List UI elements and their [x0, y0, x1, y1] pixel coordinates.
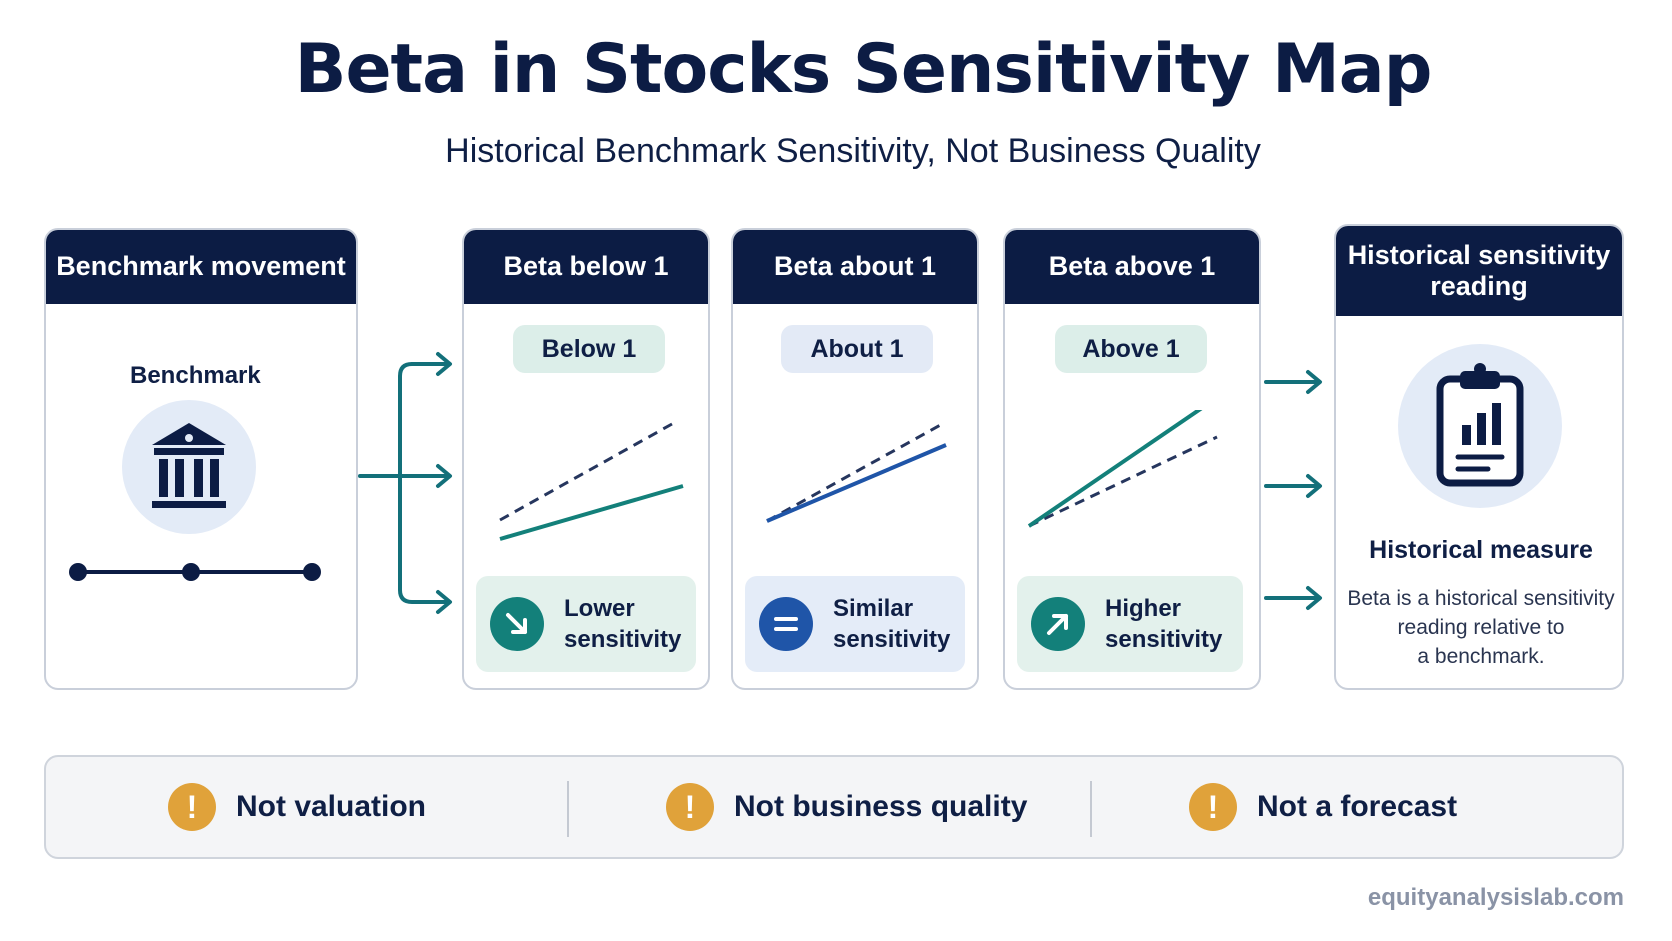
disclaimer-divider [567, 781, 569, 837]
beta-about-pill: About 1 [781, 325, 933, 373]
beta-above-sensitivity-label: Higher sensitivity [1105, 595, 1223, 653]
connector-arrows [358, 352, 1322, 614]
beta-below-pill: Below 1 [513, 325, 665, 373]
clipboard-chart-icon [1436, 363, 1524, 487]
disclaimer-not-forecast: ! Not a forecast [1189, 757, 1457, 857]
benchmark-icon-circle [122, 400, 256, 534]
beta-below-lines [499, 422, 684, 541]
beta-about-sensitivity: Similar sensitivity [745, 576, 965, 672]
historical-icon-circle [1398, 344, 1562, 508]
page-subtitle: Historical Benchmark Sensitivity, Not Bu… [445, 132, 1261, 170]
page-title: Beta in Stocks Sensitivity Map [294, 30, 1433, 109]
arrow-down-right-icon [490, 597, 544, 651]
benchmark-label: Benchmark [130, 362, 261, 389]
disclaimer-not-business-quality: ! Not business quality [666, 757, 1027, 857]
warning-icon: ! [168, 783, 216, 831]
historical-measure-description: Beta is a historical sensitivity reading… [1347, 587, 1615, 668]
beta-above-sensitivity: Higher sensitivity [1017, 576, 1243, 672]
beta-below-header: Beta below 1 [464, 230, 708, 304]
disclaimer-divider [1090, 781, 1092, 837]
beta-below-sensitivity-label: Lower sensitivity [564, 595, 682, 653]
beta-below-sensitivity: Lower sensitivity [476, 576, 696, 672]
warning-icon: ! [1189, 783, 1237, 831]
benchmark-card-header: Benchmark movement [46, 230, 356, 304]
beta-above-header: Beta above 1 [1005, 230, 1259, 304]
benchmark-timeline [69, 563, 321, 581]
historical-card: Historical sensitivity reading Historica… [1334, 224, 1624, 690]
disclaimer-label: Not a forecast [1257, 790, 1458, 823]
beta-about-card: Beta about 1 About 1 Similar sensitivity [731, 228, 979, 690]
disclaimer-label: Not business quality [734, 790, 1028, 823]
beta-about-lines [766, 421, 947, 523]
footer-site-link[interactable]: equityanalysislab.com [1367, 884, 1624, 911]
disclaimer-not-valuation: ! Not valuation [168, 757, 426, 857]
beta-above-lines [1027, 410, 1218, 528]
benchmark-card: Benchmark movement Benchmark [44, 228, 358, 690]
historical-card-header: Historical sensitivity reading [1336, 226, 1622, 316]
beta-above-card: Beta above 1 Above 1 Higher sensitivity [1003, 228, 1261, 690]
arrow-up-right-icon [1031, 597, 1085, 651]
beta-above-pill: Above 1 [1055, 325, 1207, 373]
historical-measure-title: Historical measure [1369, 536, 1593, 564]
bank-building-icon [152, 423, 226, 508]
equals-icon [759, 597, 813, 651]
beta-below-card: Beta below 1 Below 1 Lower sensitivity [462, 228, 710, 690]
beta-about-header: Beta about 1 [733, 230, 977, 304]
warning-icon: ! [666, 783, 714, 831]
disclaimer-label: Not valuation [236, 790, 427, 823]
disclaimer-bar: ! Not valuation ! Not business quality !… [44, 755, 1624, 859]
beta-about-sensitivity-label: Similar sensitivity [833, 595, 951, 653]
